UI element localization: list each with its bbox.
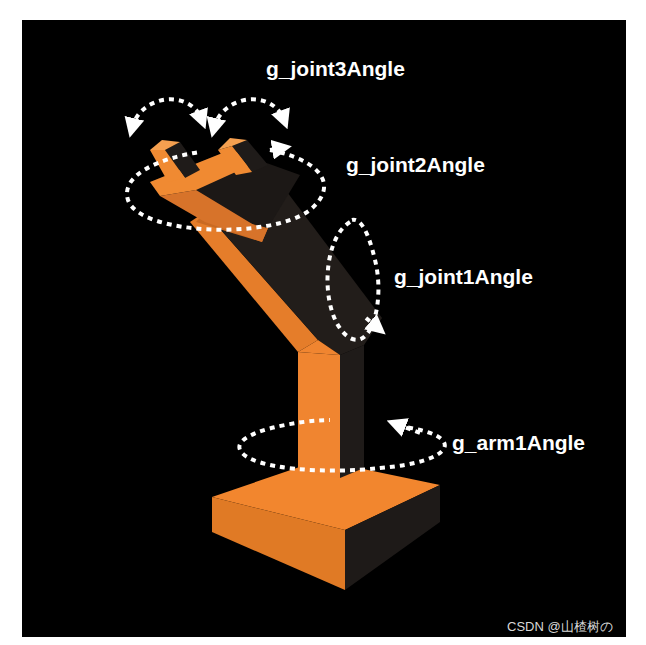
joint-label: g_joint3Angle (266, 58, 405, 79)
gripper-head (150, 150, 300, 242)
joint-label: g_arm1Angle (452, 432, 585, 453)
joint-label: g_joint2Angle (346, 154, 485, 175)
base-plate (212, 460, 440, 590)
background (22, 20, 626, 637)
joint-label: g_joint1Angle (394, 266, 533, 287)
pillar (298, 345, 364, 478)
watermark: CSDN @山楂树の (507, 620, 613, 633)
